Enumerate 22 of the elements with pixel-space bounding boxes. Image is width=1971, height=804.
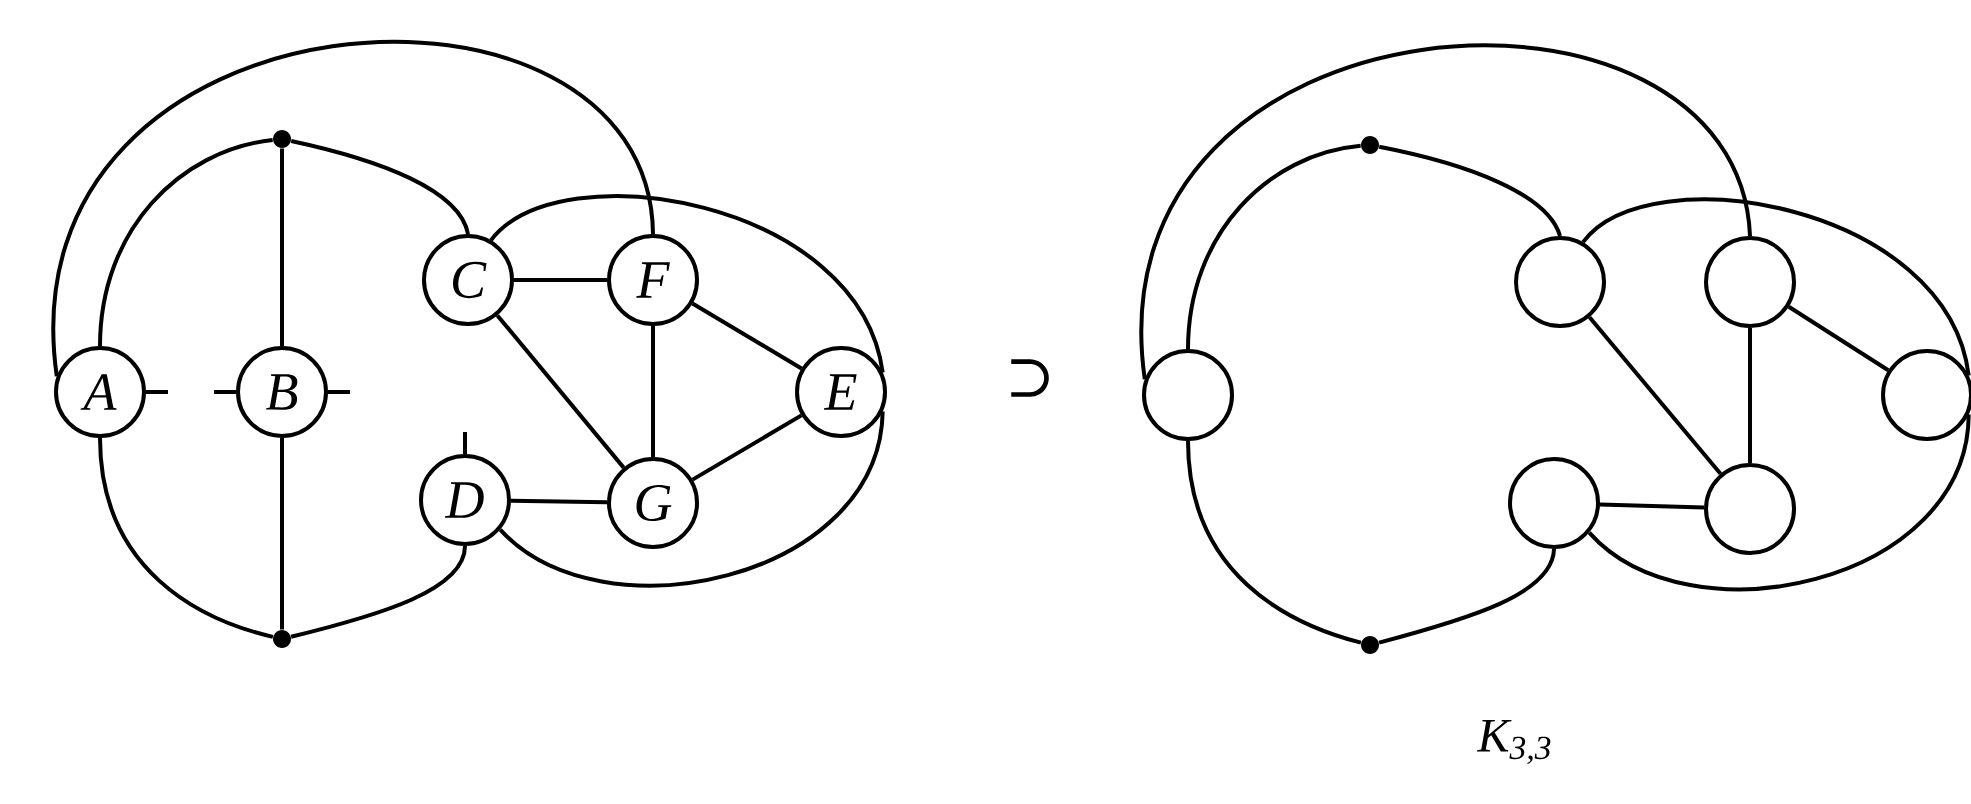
graph-edge <box>146 390 168 394</box>
graph-edge <box>214 390 236 394</box>
graph-edge <box>280 438 284 630</box>
graph-label: K$_{3,3}$ <box>1476 720 1551 765</box>
graph-edge <box>691 301 803 371</box>
graph-edge <box>510 498 608 505</box>
graph-edge <box>1378 548 1556 645</box>
superset-symbol: ⊃ <box>1011 359 1049 397</box>
graph-edge <box>98 437 274 639</box>
graph-edge <box>691 413 803 482</box>
graph-edge <box>1787 305 1890 372</box>
graph-edge <box>1186 440 1362 645</box>
graph-edge <box>1599 502 1705 510</box>
graph-edge <box>328 390 350 394</box>
graph-edge <box>290 545 467 639</box>
graph-edge <box>498 411 885 588</box>
vertex-dot <box>273 630 291 648</box>
vertex-dot <box>1361 636 1379 654</box>
vertex-circle <box>1704 463 1796 555</box>
graph-edge <box>463 432 467 454</box>
graph-edge <box>1587 414 1971 592</box>
vertex-circle <box>1508 457 1600 549</box>
